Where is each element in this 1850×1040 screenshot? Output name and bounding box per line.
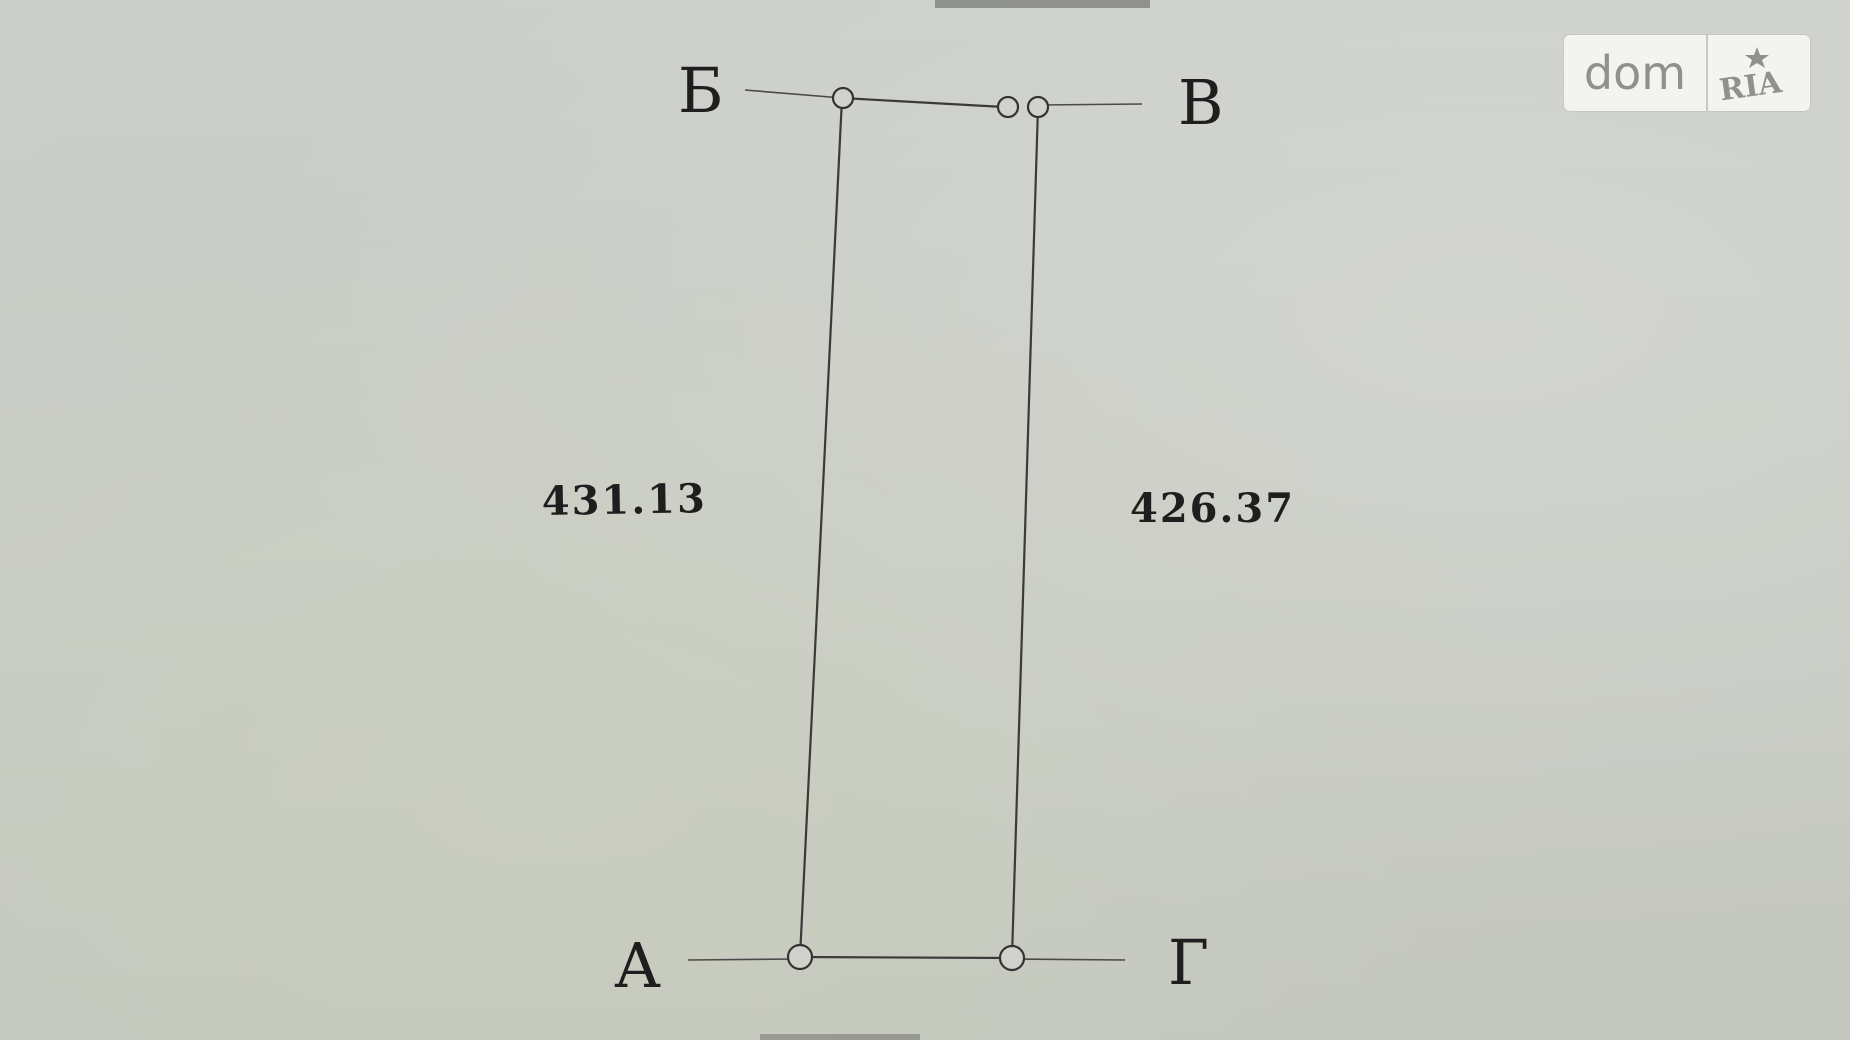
extension-line-b [744,89,843,99]
svg-text:RIA: RIA [1717,65,1784,103]
extension-line-g [1011,958,1126,961]
watermark-logo: dom RIA [1564,35,1810,111]
point-label-g: Г [1168,926,1209,999]
dimension-left: 431.13 [541,475,707,525]
watermark-dom-text: dom [1564,35,1708,111]
point-label-b: Б [678,54,724,127]
edge-v-g [1010,106,1040,958]
node-v-2 [1026,95,1050,119]
edge-a-g [799,955,1013,960]
ria-star-icon: RIA [1717,47,1785,103]
watermark-ria-mark: RIA [1708,35,1810,111]
extension-line-a [687,958,801,961]
node-g [998,944,1026,972]
node-b [831,86,855,110]
edge-b-v [841,96,1005,109]
cropped-bottom-dimension [760,1034,920,1040]
extension-line-v [1037,103,1143,106]
node-a [786,943,814,971]
dimension-right: 426.37 [1130,485,1295,532]
point-label-a: А [614,929,661,1002]
point-label-v: В [1178,66,1224,139]
edge-a-b [798,97,844,958]
cropped-top-dimension [935,0,1150,8]
node-v-1 [996,95,1020,119]
